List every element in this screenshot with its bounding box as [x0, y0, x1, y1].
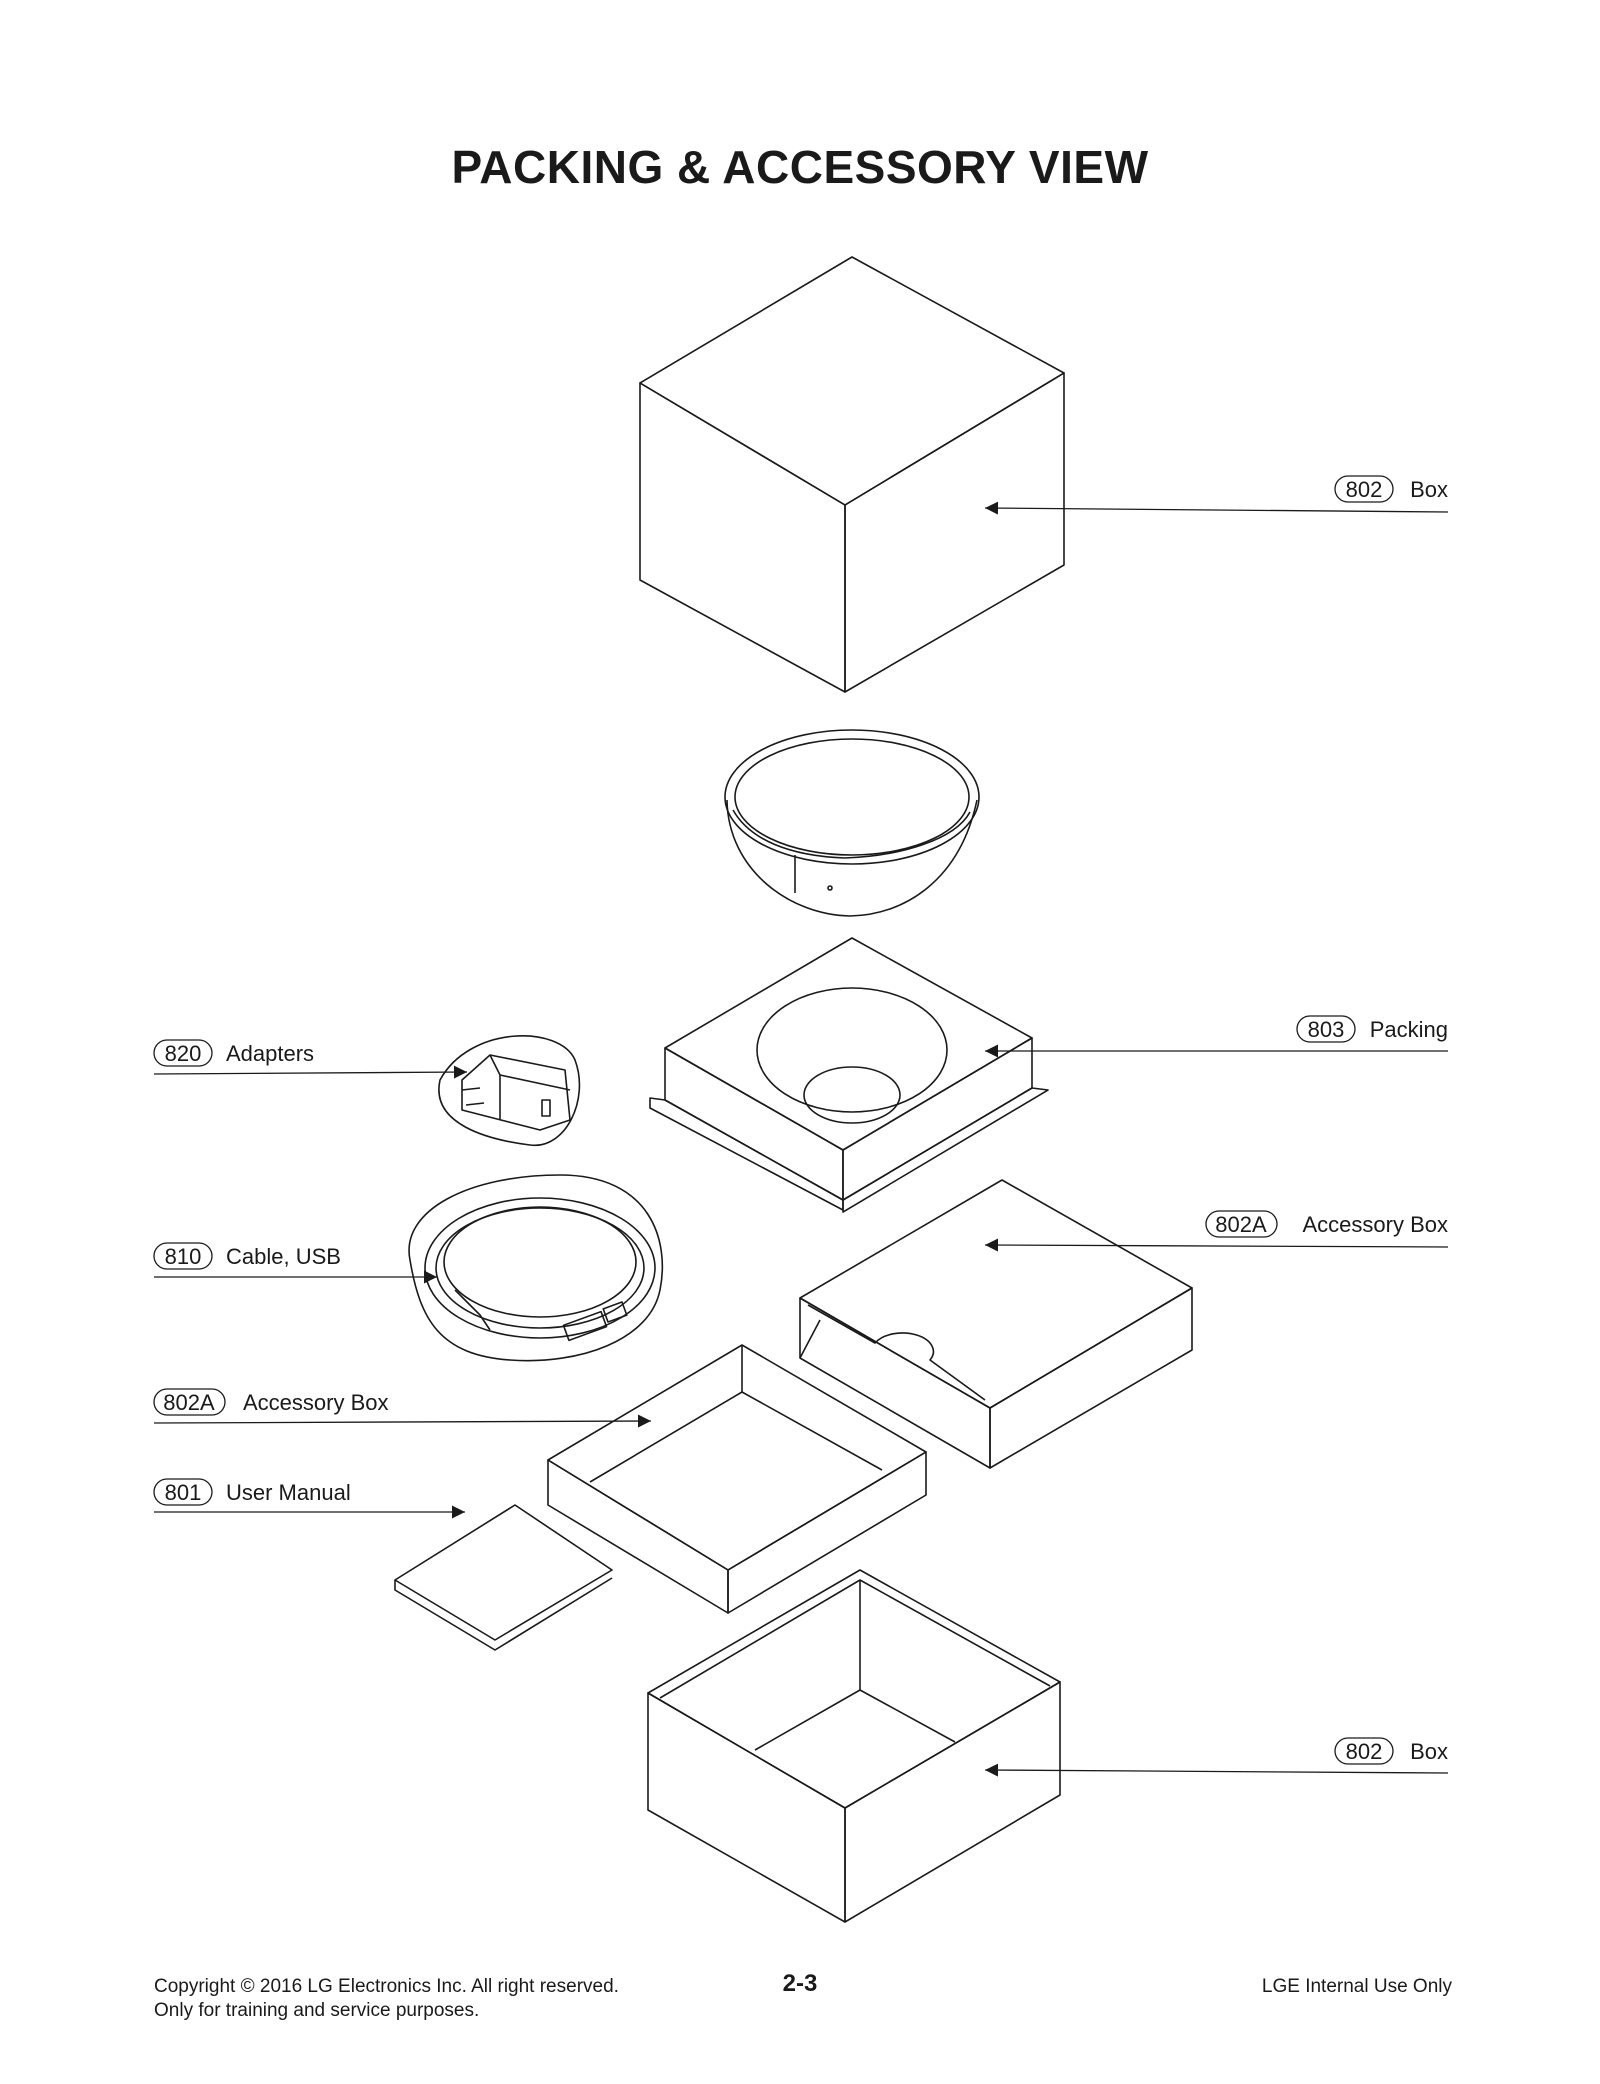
svg-text:Box: Box: [1410, 477, 1448, 502]
top-box-lid-drawing: [639, 256, 1065, 693]
packing-insert-drawing: [649, 937, 1049, 1213]
svg-text:Accessory Box: Accessory Box: [1303, 1212, 1449, 1237]
svg-text:802A: 802A: [1215, 1212, 1267, 1237]
svg-text:User Manual: User Manual: [226, 1480, 351, 1505]
bottom-box-drawing: [647, 1569, 1061, 1923]
copyright-text: Copyright © 2016 LG Electronics Inc. All…: [154, 1976, 619, 1997]
callout-box-bottom: 802 Box: [1334, 1737, 1448, 1765]
callout-packing: 803 Packing: [1296, 1015, 1448, 1043]
leader-line-accessory-box-tray: [153, 1414, 652, 1428]
svg-text:802A: 802A: [163, 1390, 215, 1415]
svg-text:820: 820: [165, 1041, 202, 1066]
svg-text:Cable, USB: Cable, USB: [226, 1244, 341, 1269]
accessory-box-tray-drawing: [547, 1344, 927, 1614]
svg-text:801: 801: [165, 1480, 202, 1505]
speaker-unit-drawing: [724, 729, 980, 917]
page-number: 2-3: [782, 1970, 818, 1997]
leader-line-box-bottom: [984, 1763, 1449, 1777]
svg-text:802: 802: [1346, 477, 1383, 502]
user-manual-drawing: [394, 1504, 613, 1651]
svg-text:Box: Box: [1410, 1739, 1448, 1764]
callout-accessory-box-lid: 802A Accessory Box: [1205, 1210, 1449, 1238]
callout-accessory-box-tray: 802A Accessory Box: [153, 1388, 389, 1416]
leader-line-adapters: [153, 1065, 468, 1079]
svg-text:802: 802: [1346, 1739, 1383, 1764]
callout-adapters: 820 Adapters: [153, 1039, 314, 1067]
accessory-box-lid-drawing: [799, 1179, 1193, 1469]
callout-box-top: 802 Box: [1334, 475, 1448, 503]
leader-line-accessory-box-lid: [984, 1238, 1449, 1252]
purpose-text: Only for training and service purposes.: [154, 2000, 480, 2021]
svg-text:803: 803: [1308, 1017, 1345, 1042]
callout-user-manual: 801 User Manual: [153, 1478, 351, 1506]
svg-text:Packing: Packing: [1370, 1017, 1448, 1042]
svg-text:Accessory Box: Accessory Box: [243, 1390, 389, 1415]
svg-text:Adapters: Adapters: [226, 1041, 314, 1066]
callout-cable-usb: 810 Cable, USB: [153, 1242, 341, 1270]
leader-line-box-top: [984, 501, 1449, 515]
adapter-drawing: [438, 1035, 581, 1146]
page-title: PACKING & ACCESSORY VIEW: [451, 141, 1149, 193]
usb-cable-coil-drawing: [408, 1174, 664, 1362]
internal-use-notice: LGE Internal Use Only: [1261, 1976, 1452, 1997]
svg-text:810: 810: [165, 1244, 202, 1269]
footer-copyright: Copyright © 2016 LG Electronics Inc. All…: [154, 1975, 619, 2023]
